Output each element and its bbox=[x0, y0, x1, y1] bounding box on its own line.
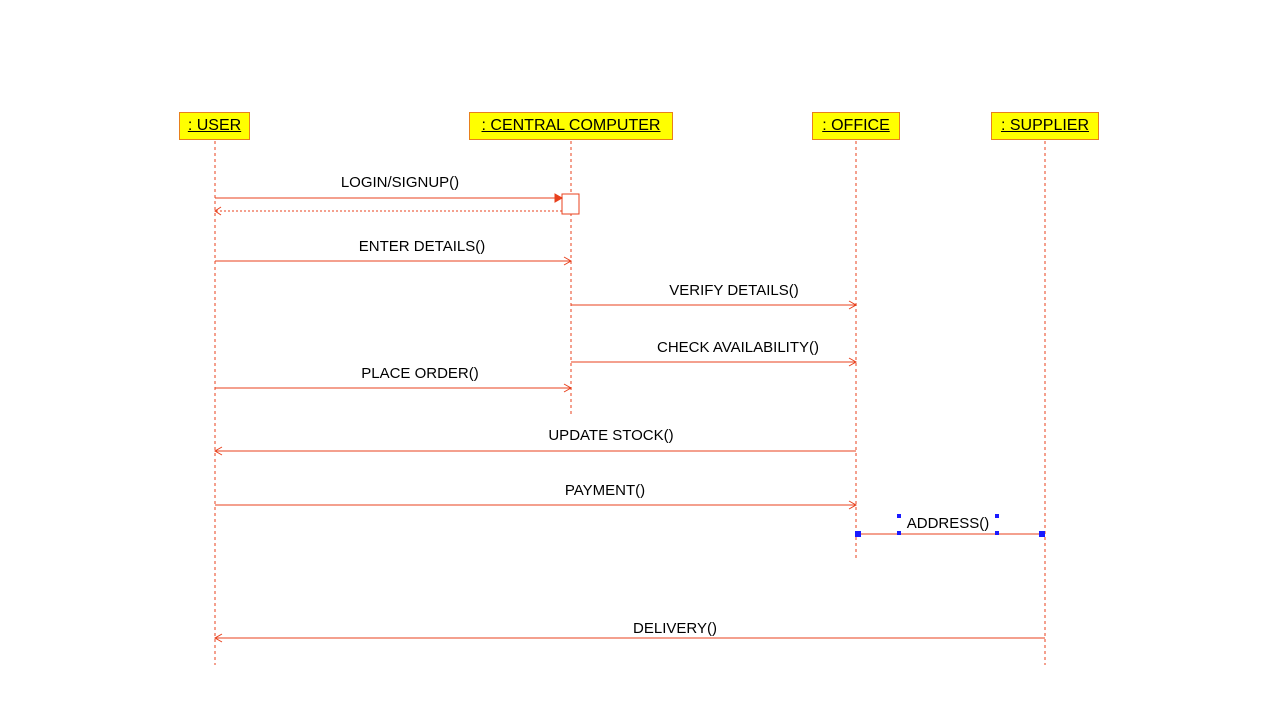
label-selection-handle bbox=[897, 514, 901, 518]
selection-handle bbox=[1039, 531, 1045, 537]
label-selection-handle bbox=[995, 514, 999, 518]
message-delivery[interactable]: DELIVERY() bbox=[633, 620, 717, 637]
actor-supplier[interactable]: : SUPPLIER bbox=[991, 112, 1099, 140]
sync-arrowhead bbox=[554, 193, 564, 203]
message-login-signup[interactable]: LOGIN/SIGNUP() bbox=[340, 174, 460, 191]
arrowhead bbox=[848, 357, 858, 367]
message-place-order[interactable]: PLACE ORDER() bbox=[361, 365, 479, 382]
arrowhead bbox=[848, 300, 858, 310]
arrowhead bbox=[213, 633, 223, 643]
message-address[interactable]: ADDRESS() bbox=[906, 515, 990, 532]
selection-handle bbox=[855, 531, 861, 537]
arrowhead bbox=[563, 383, 573, 393]
actor-office[interactable]: : OFFICE bbox=[812, 112, 900, 140]
message-check-availability[interactable]: CHECK AVAILABILITY() bbox=[657, 339, 819, 356]
arrowhead bbox=[848, 500, 858, 510]
return-arrowhead bbox=[214, 206, 222, 216]
arrowhead bbox=[563, 256, 573, 266]
actor-central-computer[interactable]: : CENTRAL COMPUTER bbox=[469, 112, 673, 140]
message-verify-details[interactable]: VERIFY DETAILS() bbox=[669, 282, 799, 299]
label-selection-handle bbox=[995, 531, 999, 535]
arrowhead bbox=[213, 446, 223, 456]
message-enter-details[interactable]: ENTER DETAILS() bbox=[358, 238, 486, 255]
actor-user[interactable]: : USER bbox=[179, 112, 250, 140]
label-selection-handle bbox=[897, 531, 901, 535]
message-update-stock[interactable]: UPDATE STOCK() bbox=[548, 427, 674, 444]
activation-box bbox=[561, 193, 580, 215]
message-payment[interactable]: PAYMENT() bbox=[564, 482, 646, 499]
